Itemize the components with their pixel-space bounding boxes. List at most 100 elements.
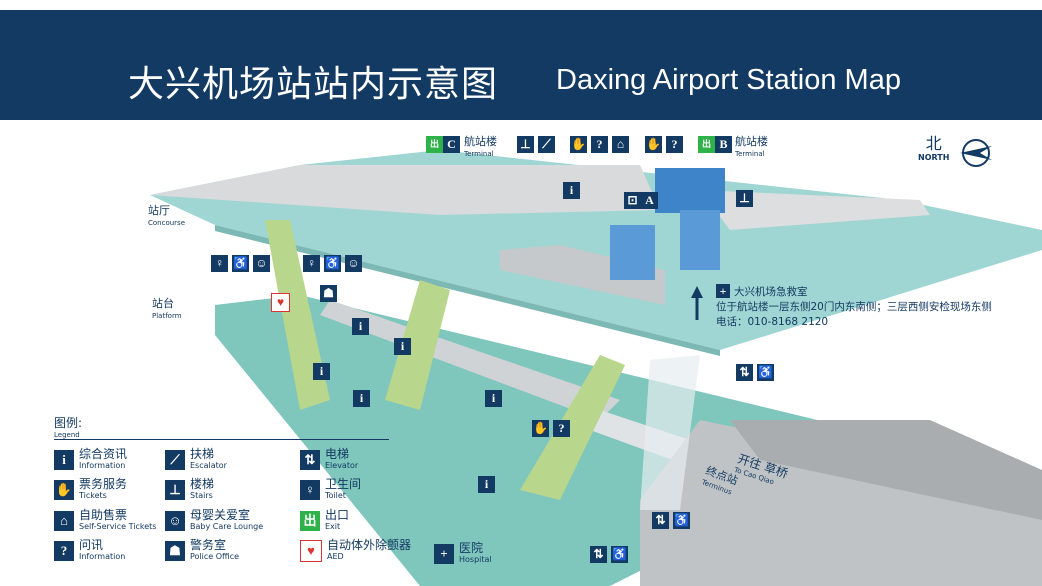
elevator-shaft (680, 210, 720, 270)
metro-icon: ⊡ (624, 192, 641, 209)
legend-label-cn: 母婴关爱室 (190, 508, 251, 522)
legend-label-en: Police Office (190, 552, 240, 561)
ticket-icon: ✋ (645, 136, 662, 153)
toilet-icon: ♿ (232, 255, 249, 272)
legend-label-en: Information (79, 461, 126, 470)
exit-c-label: C (443, 136, 460, 153)
elevator-icon: ♿ (611, 546, 628, 563)
elevator-icon: ♿ (757, 364, 774, 381)
self-service-ticket-icon: ⌂ (54, 511, 74, 531)
info-icon: i (394, 338, 411, 355)
legend-label-cn: 卫生间 (325, 477, 362, 491)
exit-icon: 出 (426, 136, 443, 153)
info-icon: i (485, 390, 502, 407)
concourse-block (500, 245, 665, 305)
question-icon: ? (553, 420, 570, 437)
elevator-icon: ⇅ (590, 546, 607, 563)
legend-label-cn: 综合资讯 (79, 447, 128, 461)
legend-label-en: Toilet (325, 491, 346, 500)
hospital-icon: + (434, 544, 454, 564)
legend-heading: 图例:Legend (54, 416, 83, 439)
first-aid-phone: 电话：010-8168 2120 (716, 316, 829, 328)
info-icon: i (353, 390, 370, 407)
station-3d-diagram (150, 150, 1042, 586)
exit-a-label: A (641, 192, 658, 209)
exit-icon: 出 (300, 511, 320, 531)
elevator-icon: ⇅ (652, 512, 669, 529)
legend-label-en: Tickets (79, 491, 107, 500)
legend-label-cn: 自动体外除颤器 (327, 538, 412, 552)
exit-icon: 出 (698, 136, 715, 153)
baby-care-icon: ☺ (165, 511, 185, 531)
track-wall (640, 420, 1042, 586)
toilet-icon: ♿ (324, 255, 341, 272)
arrow-up-icon (691, 286, 703, 298)
stairs-icon: ⊥ (736, 190, 753, 207)
legend-label-en: Stairs (190, 491, 213, 500)
elevator-shaft (610, 225, 655, 280)
info-icon: i (478, 476, 495, 493)
legend-label-cn: 楼梯 (190, 477, 215, 491)
elevator-icon: ♿ (673, 512, 690, 529)
aed-icon: ♥ (271, 293, 290, 312)
legend-label-en: Baby Care Lounge (190, 522, 264, 531)
info-icon: i (313, 363, 330, 380)
elevator-icon: ⇅ (736, 364, 753, 381)
legend-label-en: AED (327, 552, 344, 561)
ticket-icon: ✋ (570, 136, 587, 153)
question-icon: ? (591, 136, 608, 153)
page-title-cn: 大兴机场站站内示意图 (128, 64, 499, 105)
ticket-icon: ✋ (54, 480, 74, 500)
page-title-en: Daxing Airport Station Map (556, 64, 901, 96)
support-column (520, 355, 625, 500)
escalator-column (265, 220, 330, 410)
elevator-shaft (655, 168, 725, 213)
legend-label-cn: 问讯 (79, 538, 104, 552)
exit-b-label: B (715, 136, 732, 153)
stairs-icon: ⊥ (165, 480, 185, 500)
aed-icon: ♥ (300, 540, 322, 562)
police-icon: ☗ (320, 285, 337, 302)
legend-label-en: Hospital (459, 555, 492, 564)
question-icon: ? (54, 541, 74, 561)
support-column (385, 280, 450, 410)
info-icon: i (54, 450, 74, 470)
first-aid-location: 位于航站楼一层东侧20门内东南侧；三层西侧安检现场东侧 (716, 301, 992, 313)
hospital-icon: + (716, 284, 730, 298)
police-icon: ☗ (165, 541, 185, 561)
toilet-icon: ♀ (303, 255, 320, 272)
glass-elevator-tube (640, 355, 700, 510)
escalator-icon: ⟋ (538, 136, 555, 153)
toilet-icon: ♀ (211, 255, 228, 272)
concourse-building (150, 165, 660, 215)
legend-label-en: Escalator (190, 461, 227, 470)
baby-care-icon: ☺ (253, 255, 270, 272)
header-banner (0, 10, 1042, 120)
legend-label-cn: 医院 (459, 541, 484, 555)
first-aid-name: 大兴机场急救室 (734, 286, 808, 298)
legend-label-en: Exit (325, 522, 341, 531)
legend-label-cn: 电梯 (325, 447, 350, 461)
legend-divider (54, 439, 389, 440)
legend-label-cn: 警务室 (190, 538, 227, 552)
legend-label-cn: 自助售票 (79, 508, 128, 522)
stairs-icon: ⊥ (517, 136, 534, 153)
legend-label-cn: 出口 (325, 508, 350, 522)
escalator-icon: ⟋ (165, 450, 185, 470)
